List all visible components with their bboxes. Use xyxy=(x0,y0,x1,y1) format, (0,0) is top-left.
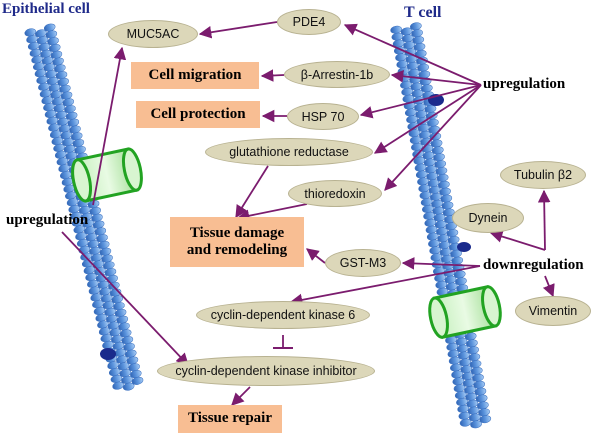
motor-cap-t-cell-mid xyxy=(457,242,471,252)
channel-end-right xyxy=(121,147,143,192)
protein-cdk-inhibitor: cyclin-dependent kinase inhibitor xyxy=(157,356,375,386)
arrow-up-to-thioredoxin xyxy=(384,84,482,191)
arrow-up-to-pde4 xyxy=(343,23,482,86)
protein-tubulin-beta2: Tubulin β2 xyxy=(500,161,586,189)
arrow-down-to-tubulin xyxy=(537,189,551,251)
downregulation-label: downregulation xyxy=(483,257,584,273)
tubulin-bead xyxy=(131,376,144,385)
arrow-up-to-beta-arrestin xyxy=(390,70,482,86)
arrow-glutathione-to-damage xyxy=(235,165,269,219)
arrow-up-to-cdk-inhibitor xyxy=(61,231,189,366)
protein-pde4: PDE4 xyxy=(277,9,341,35)
tissue-damage-line1: Tissue damage xyxy=(189,224,285,241)
protein-muc5ac: MUC5AC xyxy=(108,20,198,48)
arrow-down-to-vimentin xyxy=(542,275,555,298)
microtubule-fibers xyxy=(24,22,492,429)
outcome-cell-protection: Cell protection xyxy=(136,101,260,128)
outcome-tissue-damage: Tissue damage and remodeling xyxy=(170,217,304,267)
tubulin-bead xyxy=(122,382,135,391)
outcome-cell-migration: Cell migration xyxy=(131,62,259,89)
protein-vimentin: Vimentin xyxy=(515,296,591,326)
upregulation-label-left: upregulation xyxy=(6,212,89,228)
channel-end-right xyxy=(481,285,502,328)
protein-glutathione-reductase: glutathione reductase xyxy=(205,138,373,166)
arrow-thioredoxin-to-damage xyxy=(236,203,308,222)
arrow-pde4-to-muc5ac xyxy=(198,21,278,39)
arrow-inhibitor-to-repair xyxy=(231,386,251,406)
arrow-arrestin-to-migration xyxy=(260,69,285,82)
t-cell-title: T cell xyxy=(404,4,442,21)
arrow-up-to-glutathione xyxy=(373,84,482,154)
tubulin-bead xyxy=(390,25,402,34)
protein-thioredoxin: thioredoxin xyxy=(288,180,382,207)
arrow-gst-to-damage xyxy=(306,248,326,264)
protein-cdk6: cyclin-dependent kinase 6 xyxy=(196,301,370,329)
protein-hsp70: HSP 70 xyxy=(287,103,359,130)
epithelial-channel xyxy=(71,147,143,203)
arrow-up-to-hsp70 xyxy=(359,84,482,119)
protein-beta-arrestin: β-Arrestin-1b xyxy=(284,61,390,88)
epithelial-cell-title: Epithelial cell xyxy=(2,1,90,17)
tubulin-bead xyxy=(479,415,492,424)
outcome-tissue-repair: Tissue repair xyxy=(178,405,282,433)
channel-end-left xyxy=(71,158,93,203)
arrow-up-to-muc5ac xyxy=(92,46,127,206)
protein-gst-m3: GST-M3 xyxy=(325,249,401,277)
arrow-down-to-cdk6 xyxy=(289,265,481,307)
membrane-channels xyxy=(71,147,502,339)
protein-dynein: Dynein xyxy=(452,203,524,233)
upregulation-label-right: upregulation xyxy=(483,76,566,92)
arrow-down-to-gst xyxy=(401,257,481,270)
arrow-down-to-dynein xyxy=(489,230,546,251)
epithelial-microtubule xyxy=(24,23,144,391)
tubulin-bead xyxy=(112,381,124,390)
regulation-arrows xyxy=(61,21,555,406)
t-cell-channel xyxy=(428,285,502,339)
tubulin-bead xyxy=(470,420,482,429)
tubulin-bead xyxy=(459,418,472,427)
motor-cap-epithelial xyxy=(100,348,116,360)
tissue-damage-line2: and remodeling xyxy=(186,242,288,258)
channel-end-left xyxy=(428,296,449,339)
